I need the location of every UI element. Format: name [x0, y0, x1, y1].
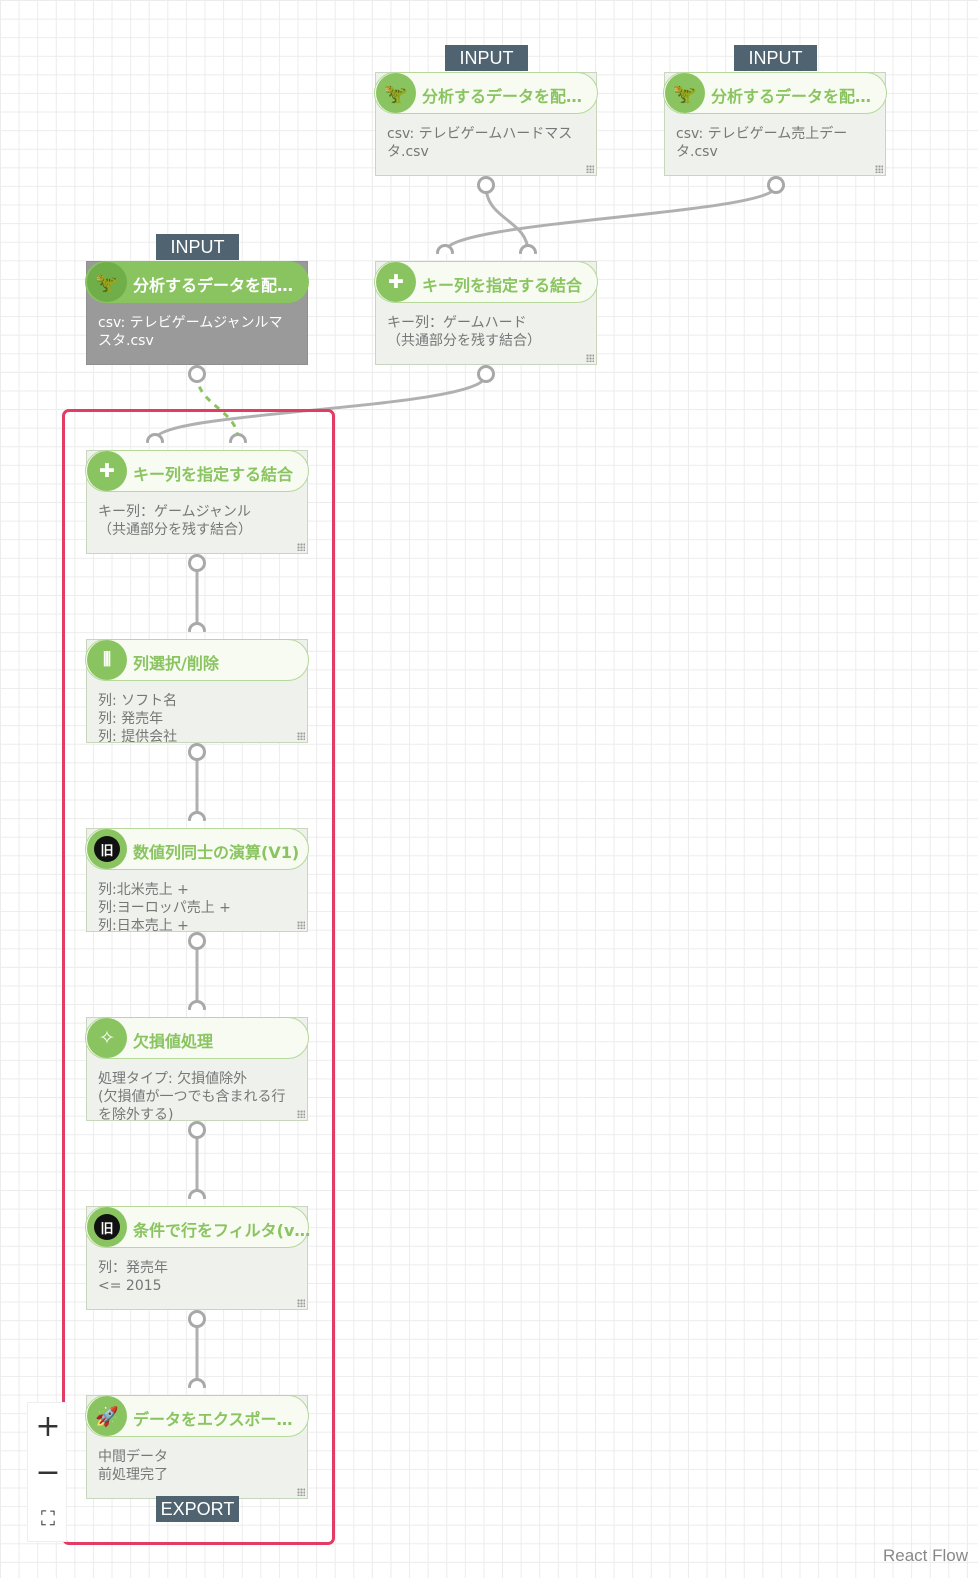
target-handle[interactable] — [188, 622, 206, 632]
node-body: 列：発売年 <= 2015 — [98, 1260, 168, 1294]
resize-handle[interactable] — [297, 732, 305, 740]
node-input-hard[interactable]: 🦖 分析するデータを配… csv: テレビゲームハードマス タ.csv — [374, 72, 598, 176]
target-handle[interactable] — [188, 1378, 206, 1388]
source-handle[interactable] — [188, 1310, 206, 1328]
node-title: 数値列同士の演算(V1) — [133, 843, 300, 862]
input-tag: INPUT — [734, 45, 817, 71]
node-body: 処理タイプ: 欠損値除外 (欠損値が一つでも含まれる行 を除外する) — [98, 1071, 286, 1123]
node-title: キー列を指定する結合 — [422, 276, 583, 295]
resize-handle[interactable] — [586, 165, 594, 173]
attribution-link[interactable]: React Flow — [882, 1546, 968, 1565]
source-handle[interactable] — [188, 932, 206, 950]
target-handle[interactable] — [146, 433, 164, 443]
rocket-icon: 🚀 — [87, 1396, 127, 1436]
node-title: 条件で行をフィルタ(v… — [133, 1221, 311, 1240]
legacy-badge-icon: 旧 — [87, 1207, 127, 1247]
resize-handle[interactable] — [297, 543, 305, 551]
node-body: 列:北米売上 + 列:ヨーロッパ売上 + 列:日本売上 + — [98, 882, 231, 934]
resize-handle[interactable] — [297, 354, 305, 362]
puzzle-icon: ✚ — [87, 451, 127, 491]
legacy-badge-icon: 旧 — [87, 829, 127, 869]
node-title: キー列を指定する結合 — [133, 465, 294, 484]
node-join-genre[interactable]: ✚ キー列を指定する結合 キー列：ゲームジャンル （共通部分を残す結合） — [85, 450, 309, 554]
highlight-box — [62, 409, 335, 1545]
node-export-data[interactable]: 🚀 データをエクスポー… 中間データ 前処理完了 — [85, 1395, 309, 1499]
source-handle[interactable] — [767, 176, 785, 194]
fit-view-button[interactable]: ⛶ — [41, 1506, 55, 1530]
sparkle-file-icon: ✧ — [87, 1018, 127, 1058]
source-handle[interactable] — [477, 176, 495, 194]
node-title: 分析するデータを配… — [711, 87, 872, 106]
dinosaur-icon: 🦖 — [665, 73, 705, 113]
source-handle[interactable] — [188, 554, 206, 572]
node-input-genre[interactable]: 🦖 分析するデータを配… csv: テレビゲームジャンルマ スタ.csv — [85, 261, 309, 365]
node-body: 中間データ 前処理完了 — [98, 1449, 168, 1483]
target-handle[interactable] — [188, 1000, 206, 1010]
edge-hard-to-join[interactable] — [484, 185, 530, 253]
export-tag: EXPORT — [156, 1496, 239, 1522]
node-body: 列: ソフト名 列: 発売年 列: 提供会社 — [98, 693, 178, 745]
edge-sales-to-join[interactable] — [443, 185, 778, 253]
node-title: 分析するデータを配… — [133, 276, 294, 295]
zoom-out-button[interactable]: − — [35, 1454, 61, 1490]
resize-handle[interactable] — [297, 1488, 305, 1496]
source-handle[interactable] — [188, 743, 206, 761]
node-input-sales[interactable]: 🦖 分析するデータを配… csv: テレビゲーム売上デー タ.csv — [663, 72, 887, 176]
resize-handle[interactable] — [875, 165, 883, 173]
source-handle[interactable] — [188, 1121, 206, 1139]
node-select-columns[interactable]: ⦀ 列選択/削除 列: ソフト名 列: 発売年 列: 提供会社 — [85, 639, 309, 745]
node-title: 列選択/削除 — [133, 654, 219, 673]
input-tag: INPUT — [156, 234, 239, 260]
node-body: キー列：ゲームジャンル （共通部分を残す結合） — [98, 504, 252, 538]
target-handle[interactable] — [188, 1189, 206, 1199]
node-numeric-calc[interactable]: 旧 数値列同士の演算(V1) 列:北米売上 + 列:ヨーロッパ売上 + 列:日本… — [85, 828, 309, 934]
node-body: csv: テレビゲームハードマス タ.csv — [387, 126, 573, 160]
node-title: 分析するデータを配… — [422, 87, 583, 106]
dinosaur-icon: 🦖 — [376, 73, 416, 113]
flow-controls: + − ⛶ — [27, 1402, 67, 1542]
node-missing-values[interactable]: ✧ 欠損値処理 処理タイプ: 欠損値除外 (欠損値が一つでも含まれる行 を除外す… — [85, 1017, 309, 1123]
target-handle[interactable] — [519, 244, 537, 254]
node-filter-rows[interactable]: 旧 条件で行をフィルタ(v… 列：発売年 <= 2015 — [85, 1206, 311, 1310]
source-handle[interactable] — [477, 365, 495, 383]
node-title: データをエクスポー… — [133, 1410, 293, 1429]
source-handle[interactable] — [188, 365, 206, 383]
resize-handle[interactable] — [297, 1299, 305, 1307]
node-body: キー列：ゲームハード （共通部分を残す結合） — [387, 315, 541, 349]
columns-icon: ⦀ — [87, 640, 127, 680]
dinosaur-icon: 🦖 — [87, 262, 127, 302]
node-body: csv: テレビゲーム売上デー タ.csv — [676, 126, 848, 160]
target-handle[interactable] — [229, 433, 247, 443]
input-tag: INPUT — [445, 45, 528, 71]
resize-handle[interactable] — [297, 921, 305, 929]
resize-handle[interactable] — [586, 354, 594, 362]
resize-handle[interactable] — [297, 1110, 305, 1118]
node-join-hard[interactable]: ✚ キー列を指定する結合 キー列：ゲームハード （共通部分を残す結合） — [374, 261, 598, 365]
puzzle-icon: ✚ — [376, 262, 416, 302]
target-handle[interactable] — [436, 244, 454, 254]
target-handle[interactable] — [188, 811, 206, 821]
zoom-in-button[interactable]: + — [35, 1408, 61, 1444]
node-body: csv: テレビゲームジャンルマ スタ.csv — [98, 315, 283, 349]
node-title: 欠損値処理 — [133, 1032, 214, 1051]
